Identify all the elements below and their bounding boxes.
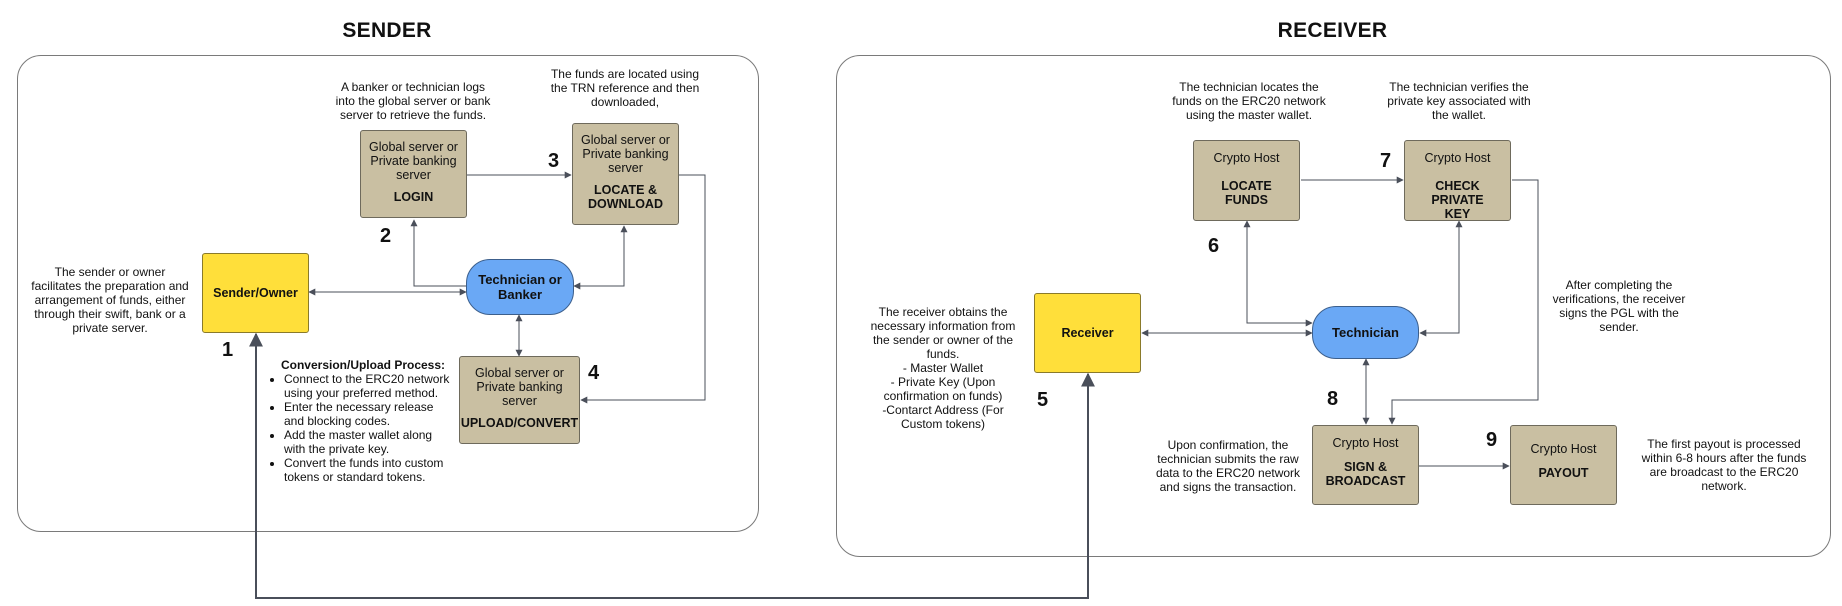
step-7: 7 (1380, 150, 1392, 172)
process-step-2: Enter the necessary release and blocking… (284, 400, 456, 428)
technician-banker-node: Technician or Banker (466, 259, 574, 315)
receiver-panel (836, 55, 1831, 557)
arrow-technician-checkkey (1419, 220, 1463, 337)
step-1: 1 (222, 339, 234, 361)
sender-panel (17, 55, 759, 532)
arrow-locate-upload (580, 174, 706, 404)
sender-title: SENDER (342, 19, 432, 42)
receiver-title: RECEIVER (1277, 19, 1388, 42)
locate-funds-sub: Crypto Host (1213, 151, 1280, 165)
check-key-sub: Crypto Host (1424, 151, 1491, 165)
locate-funds-note: The technician locates the funds on the … (1172, 80, 1326, 122)
sign-broadcast-sub: Crypto Host (1332, 436, 1399, 450)
check-key-main: CHECK PRIVATE KEY (1431, 179, 1484, 221)
sign-broadcast-note: Upon confirmation, the technician submit… (1155, 438, 1301, 494)
step-9: 9 (1486, 429, 1498, 451)
payout-main: PAYOUT (1538, 466, 1589, 480)
sign-broadcast-box: Crypto Host SIGN & BROADCAST (1312, 425, 1419, 505)
step-3: 3 (548, 150, 560, 172)
step-8: 8 (1327, 388, 1339, 410)
check-key-note: The technician verifies the private key … (1387, 80, 1531, 122)
process-steps: Connect to the ERC20 network using your … (270, 372, 456, 484)
locate-funds-box: Crypto Host LOCATE FUNDS (1193, 140, 1300, 221)
arrow-technician-login (410, 219, 466, 287)
step-5: 5 (1037, 389, 1049, 411)
process-step-4: Convert the funds into custom tokens or … (284, 456, 456, 484)
receiver-box: Receiver (1034, 293, 1141, 373)
locate-note: The funds are located using the TRN refe… (550, 67, 700, 109)
sender-owner-note: The sender or owner facilitates the prep… (31, 265, 189, 335)
sign-pgl-note: After completing the verifications, the … (1552, 278, 1686, 334)
upload-convert-box: Global server or Private banking server … (459, 356, 580, 444)
login-server-sub: Global server or Private banking server (369, 140, 458, 182)
process-title: Conversion/Upload Process: (280, 358, 446, 372)
sign-broadcast-main: SIGN & BROADCAST (1325, 460, 1406, 488)
payout-box: Crypto Host PAYOUT (1510, 425, 1617, 505)
arrow-checkkey-broadcast (1388, 179, 1539, 425)
step-2: 2 (380, 225, 392, 247)
locate-download-main: LOCATE & DOWNLOAD (588, 183, 663, 211)
conversion-process-list: Conversion/Upload Process: Connect to th… (270, 358, 456, 484)
locate-funds-main: LOCATE FUNDS (1221, 179, 1272, 207)
locate-download-box: Global server or Private banking server … (572, 123, 679, 225)
check-key-box: Crypto Host CHECK PRIVATE KEY (1404, 140, 1511, 221)
step-4: 4 (588, 362, 600, 384)
process-step-1: Connect to the ERC20 network using your … (284, 372, 456, 400)
payout-note: The first payout is processed within 6-8… (1641, 437, 1807, 493)
technician-node: Technician (1312, 306, 1419, 359)
step-6: 6 (1208, 235, 1220, 257)
arrow-technician-locate (573, 225, 628, 290)
payout-sub: Crypto Host (1530, 442, 1597, 456)
upload-convert-main: UPLOAD/CONVERT (460, 416, 579, 430)
receiver-note: The receiver obtains the necessary infor… (870, 305, 1016, 431)
arrow-owner-receiver-link (249, 332, 1095, 599)
sender-owner-box: Sender/Owner (202, 253, 309, 333)
login-server-main: LOGIN (393, 190, 434, 204)
arrow-technician-locatefunds (1243, 220, 1313, 327)
login-note: A banker or technician logs into the glo… (335, 80, 491, 122)
process-step-3: Add the master wallet along with the pri… (284, 428, 456, 456)
login-server-box: Global server or Private banking server … (360, 130, 467, 218)
locate-download-sub: Global server or Private banking server (581, 133, 670, 175)
upload-convert-sub: Global server or Private banking server (475, 366, 564, 408)
